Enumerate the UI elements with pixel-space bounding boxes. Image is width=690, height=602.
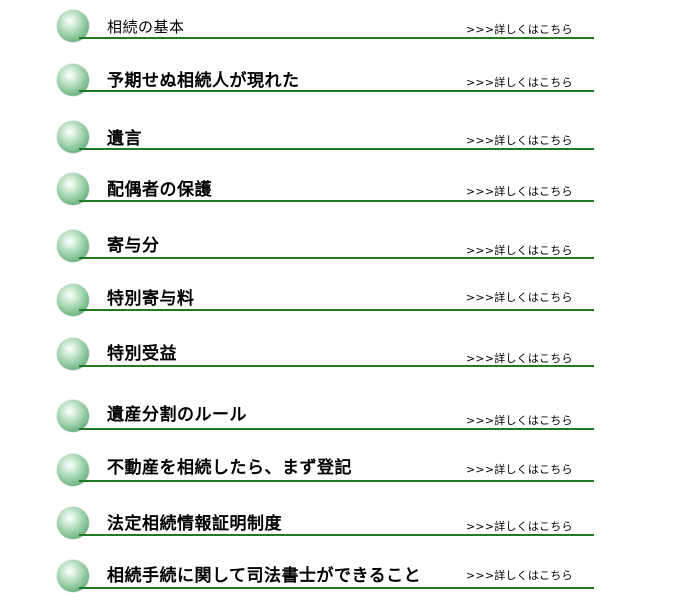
list-item-judicial-scrivener-services: 相続手続に関して司法書士ができること >>>詳しくはこちら (0, 558, 690, 602)
underline-divider (79, 257, 594, 259)
underline-divider (79, 365, 594, 367)
underline-divider (79, 534, 594, 536)
list-item-special-contribution-fee: 特別寄与料 >>>詳しくはこちら (0, 282, 690, 326)
item-title: 相続手続に関して司法書士ができること (107, 566, 422, 586)
green-sphere-bullet-icon (57, 338, 89, 370)
item-title: 不動産を相続したら、まず登記 (107, 458, 352, 478)
green-sphere-bullet-icon (57, 121, 89, 153)
details-link[interactable]: >>>詳しくはこちら (466, 185, 573, 198)
list-item-contribution: 寄与分 >>>詳しくはこちら (0, 228, 690, 272)
underline-divider (79, 428, 594, 430)
details-link[interactable]: >>>詳しくはこちら (466, 244, 573, 257)
list-item-inheritance-basics: 相続の基本 >>>詳しくはこちら (0, 8, 690, 52)
list-item-real-estate-registration: 不動産を相続したら、まず登記 >>>詳しくはこちら (0, 452, 690, 496)
green-sphere-bullet-icon (57, 230, 89, 262)
underline-divider (79, 200, 594, 202)
item-title: 遺産分割のルール (107, 405, 247, 425)
item-title: 予期せぬ相続人が現れた (107, 71, 300, 91)
underline-divider (79, 148, 594, 150)
item-title: 寄与分 (107, 236, 160, 256)
list-item-statutory-inheritance-certificate: 法定相続情報証明制度 >>>詳しくはこちら (0, 505, 690, 549)
list-item-spouse-protection: 配偶者の保護 >>>詳しくはこちら (0, 171, 690, 215)
green-sphere-bullet-icon (57, 400, 89, 432)
underline-divider (79, 587, 594, 589)
green-sphere-bullet-icon (57, 10, 89, 42)
item-title: 特別寄与料 (107, 289, 195, 309)
details-link[interactable]: >>>詳しくはこちら (466, 414, 573, 427)
underline-divider (79, 480, 594, 482)
underline-divider (79, 90, 594, 92)
item-title: 相続の基本 (107, 18, 185, 36)
details-link[interactable]: >>>詳しくはこちら (466, 291, 573, 304)
underline-divider (79, 309, 594, 311)
list-item-will: 遺言 >>>詳しくはこちら (0, 119, 690, 163)
details-link[interactable]: >>>詳しくはこちら (466, 352, 573, 365)
details-link[interactable]: >>>詳しくはこちら (466, 520, 573, 533)
details-link[interactable]: >>>詳しくはこちら (466, 23, 573, 36)
details-link[interactable]: >>>詳しくはこちら (466, 134, 573, 147)
item-title: 法定相続情報証明制度 (107, 514, 282, 534)
item-title: 特別受益 (107, 344, 177, 364)
green-sphere-bullet-icon (57, 284, 89, 316)
green-sphere-bullet-icon (57, 173, 89, 205)
item-title: 配偶者の保護 (107, 180, 212, 200)
details-link[interactable]: >>>詳しくはこちら (466, 463, 573, 476)
list-item-unexpected-heir: 予期せぬ相続人が現れた >>>詳しくはこちら (0, 62, 690, 106)
details-link[interactable]: >>>詳しくはこちら (466, 569, 573, 582)
list-item-special-benefit: 特別受益 >>>詳しくはこちら (0, 336, 690, 380)
item-title: 遺言 (107, 129, 142, 149)
list-item-estate-division-rules: 遺産分割のルール >>>詳しくはこちら (0, 398, 690, 442)
green-sphere-bullet-icon (57, 560, 89, 592)
underline-divider (79, 37, 594, 39)
green-sphere-bullet-icon (57, 507, 89, 539)
details-link[interactable]: >>>詳しくはこちら (466, 76, 573, 89)
